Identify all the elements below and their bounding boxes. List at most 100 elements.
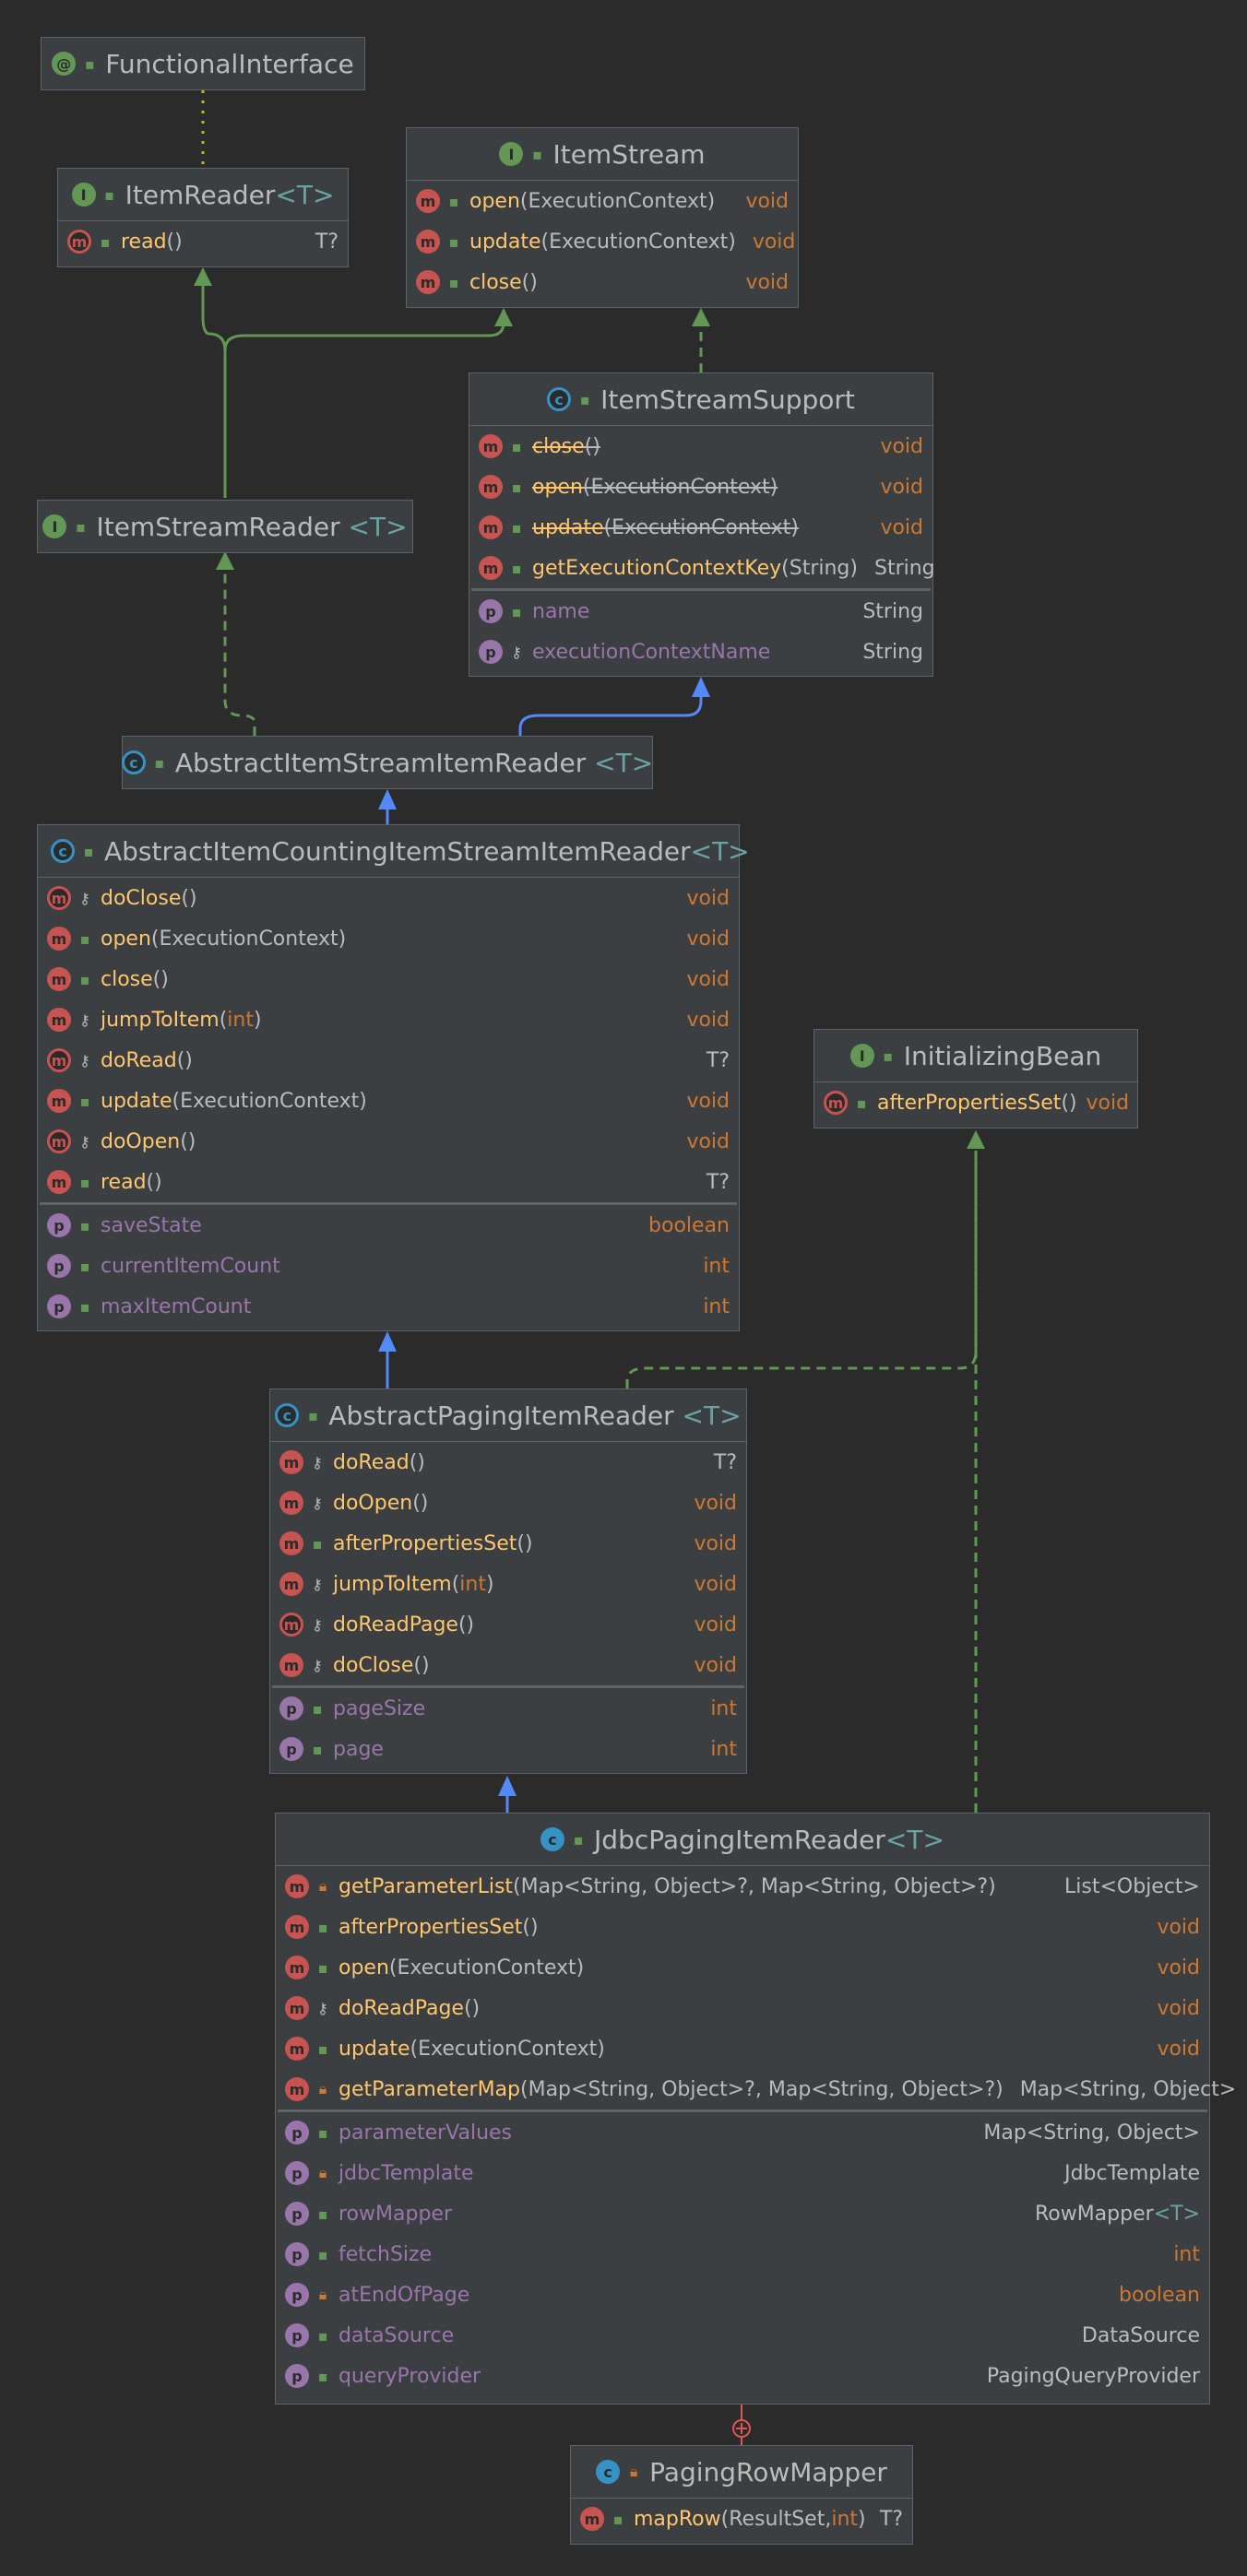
node-functional-interface[interactable]: @ ▪ FunctionalInterface xyxy=(41,37,365,90)
property-icon: p xyxy=(47,1213,71,1237)
abstract-method-icon: m xyxy=(47,886,71,910)
field-row[interactable]: p▪ saveState boolean xyxy=(38,1205,739,1246)
method-row[interactable]: m▪ getExecutionContextKey(String) String xyxy=(469,548,935,588)
protected-key-icon: ⚷ xyxy=(312,1615,323,1634)
public-lock-icon: ▪ xyxy=(856,1093,867,1112)
node-initializing-bean[interactable]: I ▪ InitializingBean m▪ afterPropertiesS… xyxy=(814,1029,1138,1128)
method-row[interactable]: m ▪ read() T? xyxy=(58,221,348,262)
node-abstract-paging[interactable]: c ▪ AbstractPagingItemReader <T> m⚷ doRe… xyxy=(269,1388,747,1774)
method-row[interactable]: m⚷ doOpen() void xyxy=(270,1483,746,1523)
method-icon: m xyxy=(416,189,440,213)
public-lock-icon: ▪ xyxy=(612,2510,624,2528)
method-row[interactable]: m▪ close() void xyxy=(469,426,932,467)
method-row[interactable]: m⚷ doClose() void xyxy=(38,878,739,918)
method-icon: m xyxy=(47,967,71,991)
public-lock-icon: ▪ xyxy=(79,1216,90,1235)
public-lock-icon: ▪ xyxy=(79,1173,90,1191)
public-lock-icon: ▪ xyxy=(579,390,590,408)
node-item-reader[interactable]: I ▪ ItemReader<T> m ▪ read() T? xyxy=(57,168,349,267)
method-icon: m xyxy=(279,1450,303,1474)
method-icon: m xyxy=(47,927,71,951)
field-row[interactable]: p▪ rowMapper RowMapper<T> xyxy=(276,2193,1209,2234)
class-name: PagingRowMapper xyxy=(649,2456,887,2487)
field-row[interactable]: p▪ fetchSize int xyxy=(276,2234,1209,2275)
field-row[interactable]: p🔒︎ jdbcTemplate JdbcTemplate xyxy=(276,2153,1209,2193)
property-icon: p xyxy=(285,2161,309,2185)
field-row[interactable]: p▪ pageSize int xyxy=(270,1688,746,1729)
method-icon: m xyxy=(479,434,503,458)
property-icon: p xyxy=(285,2283,309,2307)
method-row[interactable]: m▪ open(ExecutionContext) void xyxy=(38,918,739,959)
method-row[interactable]: m▪ update(ExecutionContext) void xyxy=(407,221,798,262)
method-row[interactable]: m▪ update(ExecutionContext) void xyxy=(38,1081,739,1121)
method-row[interactable]: m⚷ jumpToItem(int) void xyxy=(270,1564,746,1604)
abstract-class-icon: c xyxy=(547,387,572,411)
protected-key-icon: ⚷ xyxy=(79,1051,90,1069)
method-row[interactable]: m⚷ doRead() T? xyxy=(38,1040,739,1081)
method-row[interactable]: m⚷ jumpToItem(int) void xyxy=(38,999,739,1040)
public-lock-icon: ▪ xyxy=(317,2245,328,2263)
method-row[interactable]: m▪ update(ExecutionContext) void xyxy=(276,2028,1209,2069)
class-name: ItemReader xyxy=(125,179,276,210)
property-icon: p xyxy=(285,2121,309,2145)
method-row[interactable]: m▪ afterPropertiesSet() void xyxy=(276,1907,1209,1947)
node-abstract-item-counting[interactable]: c ▪ AbstractItemCountingItemStreamItemRe… xyxy=(37,824,750,1331)
method-row[interactable]: m▪ afterPropertiesSet() void xyxy=(270,1523,746,1564)
method-icon: m xyxy=(285,1874,309,1898)
public-lock-icon: ▪ xyxy=(154,753,165,772)
method-row[interactable]: m▪ afterPropertiesSet() void xyxy=(814,1082,1137,1123)
method-row[interactable]: m▪ close() void xyxy=(407,262,798,302)
field-row[interactable]: p▪ name String xyxy=(469,591,932,632)
method-row[interactable]: m▪ read() T? xyxy=(38,1162,739,1202)
field-row[interactable]: p▪ currentItemCount int xyxy=(38,1246,739,1286)
protected-key-icon: ⚷ xyxy=(312,1656,323,1674)
node-paging-row-mapper[interactable]: c 🔒︎ PagingRowMapper m▪ mapRow(ResultSet… xyxy=(570,2445,913,2545)
field-row[interactable]: p▪ page int xyxy=(270,1729,746,1769)
method-row[interactable]: m▪ open(ExecutionContext) void xyxy=(407,181,798,221)
method-row[interactable]: m⚷ doClose() void xyxy=(270,1645,746,1685)
public-lock-icon: ▪ xyxy=(76,517,86,536)
abstract-method-icon: m xyxy=(67,230,91,254)
method-row[interactable]: m⚷ doOpen() void xyxy=(38,1121,739,1162)
method-row[interactable]: m⚷ doReadPage() void xyxy=(276,1988,1209,2028)
abstract-class-icon: c xyxy=(121,750,146,774)
method-row[interactable]: m🔒︎ getParameterList(Map<String, Object>… xyxy=(276,1866,1209,1907)
abstract-class-icon: c xyxy=(275,1403,300,1427)
field-row[interactable]: p⚷ executionContextName String xyxy=(469,632,932,672)
method-row[interactable]: m▪ open(ExecutionContext) void xyxy=(469,467,932,507)
method-row[interactable]: m▪ close() void xyxy=(38,959,739,999)
public-lock-icon: ▪ xyxy=(312,1534,323,1553)
edge-itemstreamreader-itemreader xyxy=(201,269,227,498)
method-row[interactable]: m🔒︎ getParameterMap(Map<String, Object>?… xyxy=(276,2069,1236,2109)
abstract-class-icon: c xyxy=(51,839,75,863)
field-row[interactable]: p▪ queryProvider PagingQueryProvider xyxy=(276,2356,1209,2396)
method-row[interactable]: m⚷ doRead() T? xyxy=(270,1442,746,1483)
method-row[interactable]: m⚷ doReadPage() void xyxy=(270,1604,746,1645)
public-lock-icon: ▪ xyxy=(448,273,459,291)
node-jdbc-paging[interactable]: c ▪ JdbcPagingItemReader<T> m🔒︎ getParam… xyxy=(275,1813,1236,2405)
method-icon: m xyxy=(580,2507,604,2531)
node-item-stream-reader[interactable]: I ▪ ItemStreamReader <T> xyxy=(37,500,413,553)
field-row[interactable]: p🔒︎ atEndOfPage boolean xyxy=(276,2275,1209,2315)
field-row[interactable]: p▪ maxItemCount int xyxy=(38,1286,739,1327)
public-lock-icon: ▪ xyxy=(83,842,94,860)
method-row[interactable]: m▪ open(ExecutionContext) void xyxy=(276,1947,1209,1988)
method-row[interactable]: m▪ update(ExecutionContext) void xyxy=(469,507,932,548)
public-lock-icon: ▪ xyxy=(312,1740,323,1758)
public-lock-icon: ▪ xyxy=(79,970,90,988)
private-lock-icon: 🔒︎ xyxy=(318,2164,327,2181)
field-row[interactable]: p▪ dataSource DataSource xyxy=(276,2315,1209,2356)
interface-icon: I xyxy=(849,1044,874,1068)
node-abstract-item-stream-item-reader[interactable]: c ▪ AbstractItemStreamItemReader <T> xyxy=(121,736,653,789)
public-lock-icon: ▪ xyxy=(317,1918,328,1936)
protected-key-icon: ⚷ xyxy=(79,889,90,907)
field-row[interactable]: p▪ parameterValues Map<String, Object> xyxy=(276,2112,1209,2153)
property-icon: p xyxy=(285,2364,309,2388)
protected-key-icon: ⚷ xyxy=(312,1494,323,1512)
method-row[interactable]: m▪ mapRow(ResultSet, int) T? xyxy=(571,2499,912,2539)
public-lock-icon: ▪ xyxy=(100,232,111,251)
node-item-stream-support[interactable]: c ▪ ItemStreamSupport m▪ close() void m▪… xyxy=(469,372,935,677)
node-item-stream[interactable]: I ▪ ItemStream m▪ open(ExecutionContext)… xyxy=(406,127,799,308)
class-name: ItemStreamSupport xyxy=(600,384,855,415)
property-icon: p xyxy=(479,599,503,623)
